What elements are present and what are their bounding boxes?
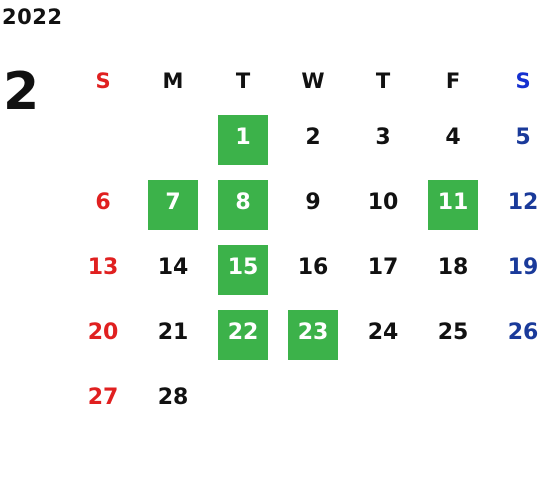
day-number: 16 <box>297 255 329 280</box>
day-cell: 22 <box>208 300 278 365</box>
day-cell: 1 <box>208 105 278 170</box>
day-number: 9 <box>305 190 321 215</box>
day-cell: 5 <box>488 105 548 170</box>
day-cell: 21 <box>138 300 208 365</box>
day-cell: 4 <box>418 105 488 170</box>
empty-day-cell <box>418 365 488 430</box>
day-number: 25 <box>437 320 469 345</box>
weekday-header-wednesday: W <box>301 69 325 93</box>
day-number: 11 <box>437 190 469 215</box>
day-number: 17 <box>367 255 399 280</box>
day-cell: 27 <box>68 365 138 430</box>
day-number: 21 <box>157 320 189 345</box>
day-number: 10 <box>367 190 399 215</box>
empty-day-cell <box>138 105 208 170</box>
day-cell: 16 <box>278 235 348 300</box>
day-cell: 2 <box>278 105 348 170</box>
day-cell: 6 <box>68 170 138 235</box>
day-cell: 26 <box>488 300 548 365</box>
day-number: 5 <box>515 125 531 150</box>
day-cell: 7 <box>138 170 208 235</box>
day-number: 15 <box>227 255 259 280</box>
day-cell: 25 <box>418 300 488 365</box>
day-cell: 24 <box>348 300 418 365</box>
day-number: 7 <box>165 190 181 215</box>
day-number: 4 <box>445 125 461 150</box>
empty-day-cell <box>208 365 278 430</box>
empty-day-cell <box>68 105 138 170</box>
day-number: 22 <box>227 320 259 345</box>
day-number: 12 <box>507 190 539 215</box>
day-cell: 10 <box>348 170 418 235</box>
weekday-header-friday: F <box>445 69 461 93</box>
weekday-header-monday: M <box>162 69 184 93</box>
calendar-month: 2 <box>3 62 40 122</box>
day-number: 3 <box>375 125 391 150</box>
day-cell: 12 <box>488 170 548 235</box>
day-cell: 9 <box>278 170 348 235</box>
day-number: 13 <box>87 255 119 280</box>
day-number: 20 <box>87 320 119 345</box>
day-cell: 28 <box>138 365 208 430</box>
day-cell: 23 <box>278 300 348 365</box>
calendar-year: 2022 <box>2 5 63 29</box>
day-number: 23 <box>297 320 329 345</box>
day-number: 27 <box>87 385 119 410</box>
day-cell: 17 <box>348 235 418 300</box>
day-cell: 20 <box>68 300 138 365</box>
day-cell: 18 <box>418 235 488 300</box>
day-cell: 13 <box>68 235 138 300</box>
day-number: 24 <box>367 320 399 345</box>
day-number: 18 <box>437 255 469 280</box>
day-cell: 14 <box>138 235 208 300</box>
day-number: 19 <box>507 255 539 280</box>
empty-day-cell <box>348 365 418 430</box>
day-number: 28 <box>157 385 189 410</box>
day-cell: 11 <box>418 170 488 235</box>
weekday-header-sunday: S <box>95 69 111 93</box>
empty-day-cell <box>488 365 548 430</box>
day-number: 1 <box>235 125 251 150</box>
weekday-header-tuesday: T <box>235 69 251 93</box>
day-number: 6 <box>95 190 111 215</box>
empty-day-cell <box>278 365 348 430</box>
day-cell: 8 <box>208 170 278 235</box>
day-number: 26 <box>507 320 539 345</box>
weekday-header-thursday: T <box>375 69 391 93</box>
day-number: 2 <box>305 125 321 150</box>
weekday-header-saturday: S <box>515 69 531 93</box>
day-cell: 15 <box>208 235 278 300</box>
day-cell: 3 <box>348 105 418 170</box>
day-number: 8 <box>235 190 251 215</box>
day-number: 14 <box>157 255 189 280</box>
day-cell: 19 <box>488 235 548 300</box>
